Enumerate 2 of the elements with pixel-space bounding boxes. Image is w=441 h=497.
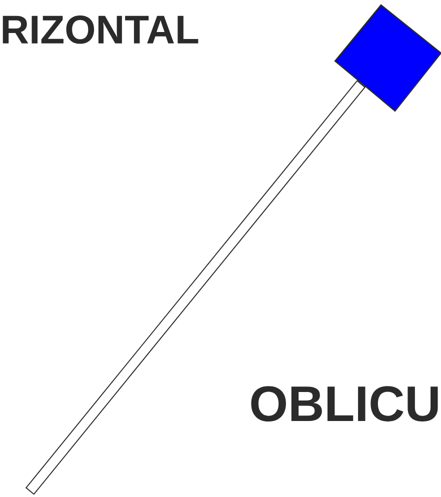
heading-text: RIZONTAL (2, 15, 198, 44)
heading-text: OBLICU (251, 386, 438, 422)
